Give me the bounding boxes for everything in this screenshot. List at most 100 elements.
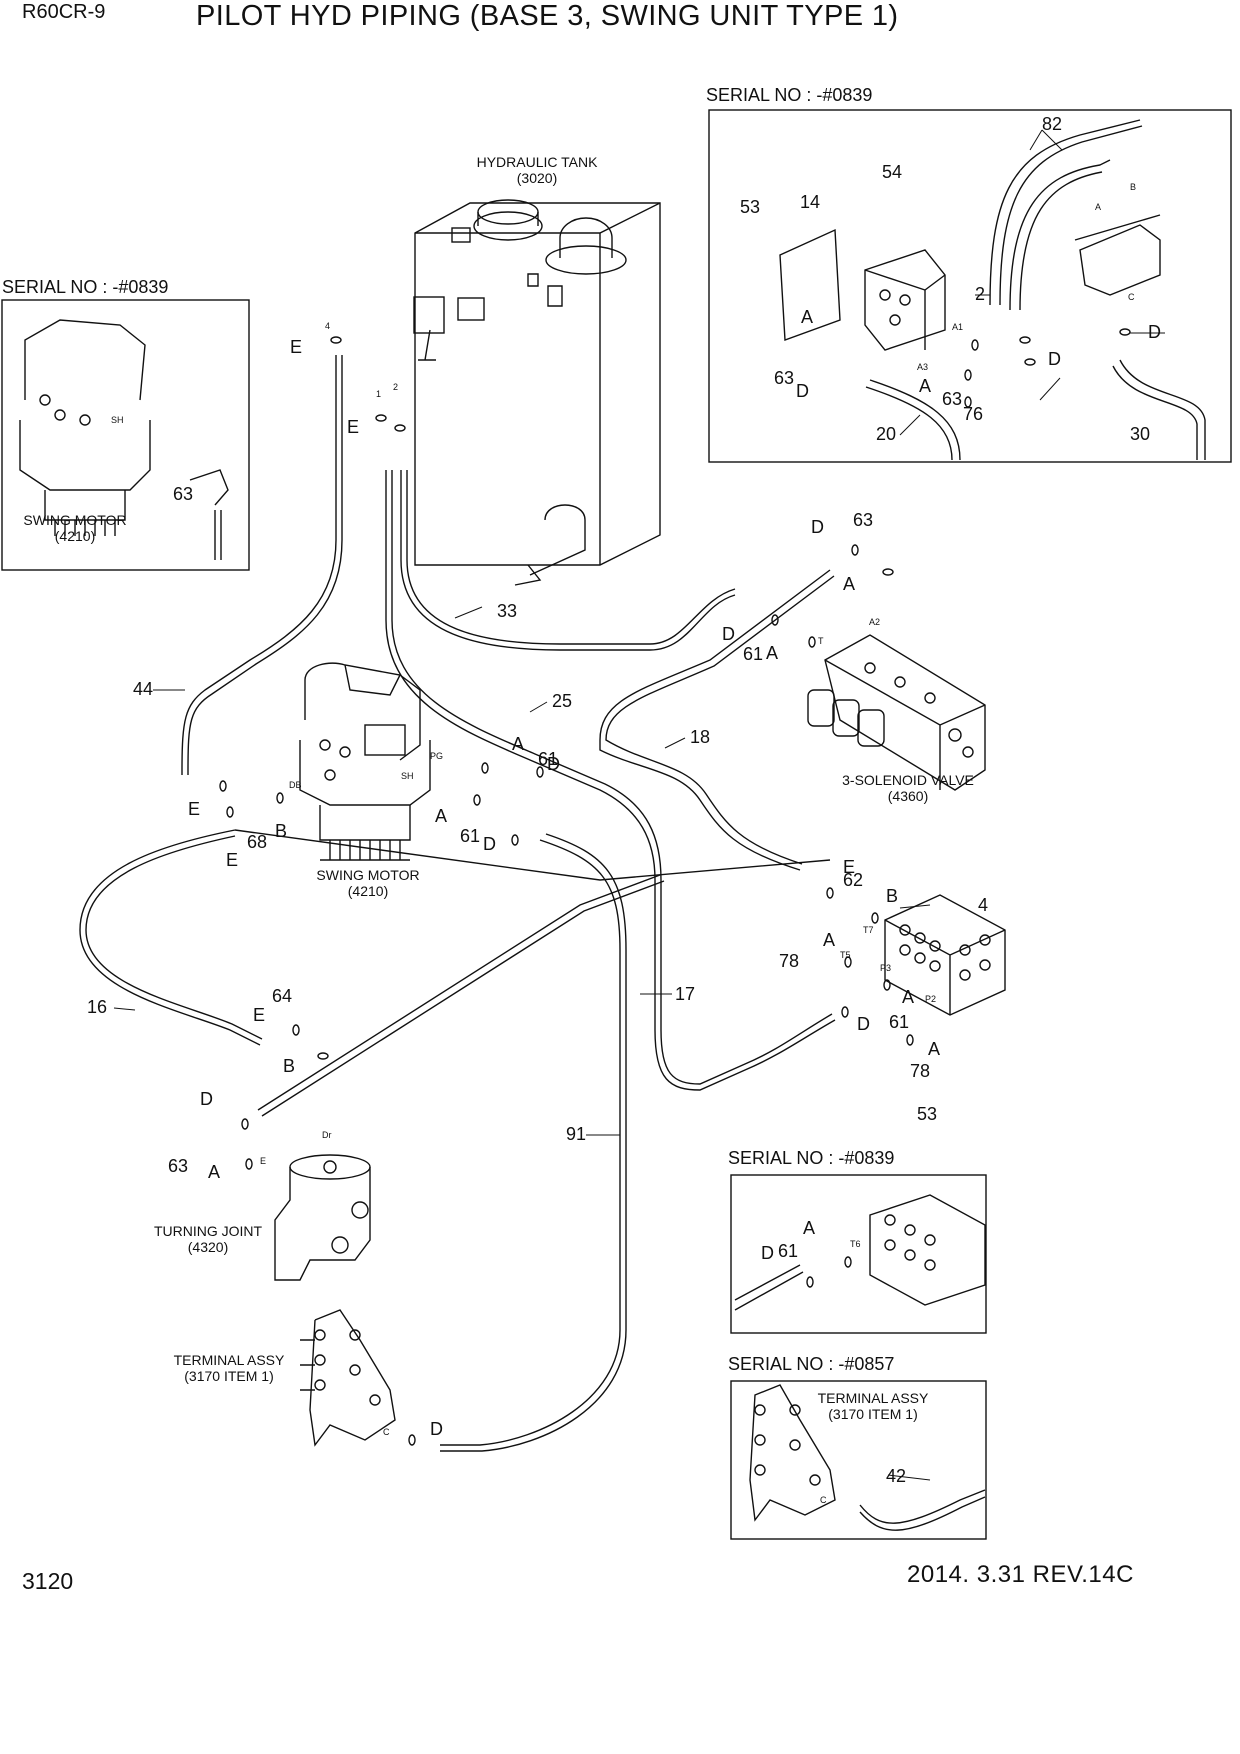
svg-text:T6: T6	[850, 1239, 861, 1249]
caption-inset-terminal-assy-code: (3170 ITEM 1)	[828, 1406, 917, 1422]
svg-text:A2: A2	[869, 617, 880, 627]
svg-text:2: 2	[393, 382, 398, 392]
svg-text:Dr: Dr	[322, 1130, 332, 1140]
caption-solenoid-valve: 3-SOLENOID VALVE	[842, 772, 974, 788]
inset-top-left-frame	[1, 299, 250, 571]
svg-text:E: E	[347, 417, 359, 437]
callout-61-inset: 61	[778, 1241, 798, 1261]
distribution-block-4	[884, 894, 1006, 1016]
hose-25	[385, 470, 836, 1091]
svg-text:T5: T5	[840, 950, 851, 960]
svg-text:PG: PG	[430, 751, 443, 761]
svg-text:D: D	[1148, 322, 1161, 342]
revision-date: 2014. 3.31 REV.14C	[907, 1561, 1134, 1588]
caption-inset-swing-motor: SWING MOTOR	[23, 512, 126, 528]
svg-text:4: 4	[325, 321, 330, 331]
callout-16: 16	[87, 997, 107, 1017]
callout-20: 20	[876, 424, 896, 444]
svg-text:A: A	[208, 1162, 220, 1182]
hose-16	[79, 829, 261, 1046]
caption-swing-motor: SWING MOTOR	[316, 867, 419, 883]
svg-text:B: B	[275, 821, 287, 841]
svg-text:E: E	[253, 1005, 265, 1025]
svg-text:E: E	[260, 1156, 266, 1166]
swing-motor-main	[299, 662, 431, 861]
callout-54: 54	[882, 162, 902, 182]
svg-text:E: E	[188, 799, 200, 819]
svg-text:D: D	[547, 754, 560, 774]
callout-78-a: 78	[779, 951, 799, 971]
svg-text:A: A	[823, 930, 835, 950]
svg-text:A: A	[766, 643, 778, 663]
svg-text:A: A	[928, 1039, 940, 1059]
page-number: 3120	[22, 1568, 74, 1594]
callout-63-valve: 63	[853, 510, 873, 530]
terminal-assy-main	[300, 1309, 396, 1447]
svg-text:A1: A1	[952, 322, 963, 332]
svg-text:C: C	[383, 1427, 390, 1437]
drawing-title: PILOT HYD PIPING (BASE 3, SWING UNIT TYP…	[196, 0, 899, 32]
svg-text:C: C	[1128, 292, 1135, 302]
svg-text:B: B	[283, 1056, 295, 1076]
svg-text:B: B	[886, 886, 898, 906]
callout-14: 14	[800, 192, 820, 212]
hose-18	[599, 569, 831, 871]
turning-joint-body	[274, 1154, 371, 1281]
svg-text:T7: T7	[863, 925, 874, 935]
callout-76: 76	[963, 404, 983, 424]
svg-text:E: E	[226, 850, 238, 870]
svg-text:D: D	[761, 1243, 774, 1263]
caption-hydraulic-tank: HYDRAULIC TANK	[477, 154, 599, 170]
serial-labels: SERIAL NO : -#0839 SERIAL NO : -#0839 SE…	[2, 85, 894, 1374]
serial-top-left: SERIAL NO : -#0839	[2, 277, 168, 297]
inset-bottom-right-parts	[749, 1384, 986, 1531]
caption-inset-swing-motor-code: (4210)	[55, 528, 95, 544]
callout-64: 64	[272, 986, 292, 1006]
hose-33	[400, 470, 736, 651]
callout-82: 82	[1042, 114, 1062, 134]
svg-text:A: A	[801, 307, 813, 327]
svg-text:B: B	[1130, 182, 1136, 192]
svg-text:A: A	[919, 376, 931, 396]
svg-text:D: D	[1048, 349, 1061, 369]
callout-91: 91	[566, 1124, 586, 1144]
callout-17: 17	[675, 984, 695, 1004]
serial-bottom-right: SERIAL NO : -#0857	[728, 1354, 894, 1374]
callout-61-motor-a: 61	[538, 749, 558, 769]
callout-62: 62	[843, 870, 863, 890]
svg-text:T: T	[818, 636, 824, 646]
callout-63-inset-b: 63	[942, 389, 962, 409]
callout-53-top: 53	[740, 197, 760, 217]
svg-text:A3: A3	[917, 362, 928, 372]
hose-91	[440, 839, 621, 1446]
leader-lines	[113, 129, 1165, 1481]
svg-text:SH: SH	[401, 771, 414, 781]
svg-text:D: D	[430, 1419, 443, 1439]
svg-text:C: C	[820, 1495, 827, 1505]
svg-text:A: A	[803, 1218, 815, 1238]
svg-text:DB: DB	[289, 780, 302, 790]
caption-turning-joint-code: (4320)	[188, 1239, 228, 1255]
callout-42: 42	[886, 1466, 906, 1486]
inset-top-right-parts	[779, 119, 1206, 461]
caption-turning-joint: TURNING JOINT	[154, 1223, 263, 1239]
inset-top-right-frame	[708, 109, 1232, 463]
inset-mid-right-frame	[730, 1174, 987, 1334]
svg-text:E: E	[843, 857, 855, 877]
callout-78-b: 78	[910, 1061, 930, 1081]
svg-text:A: A	[435, 806, 447, 826]
callout-63-tj: 63	[168, 1156, 188, 1176]
tank-fitting-block	[413, 296, 485, 361]
svg-text:D: D	[796, 381, 809, 401]
port-labels: SH SH PG DB A2 T T7 T5 P3 P2 Dr E C T6 C…	[111, 182, 1136, 1505]
svg-text:E: E	[290, 337, 302, 357]
callout-61-block: 61	[889, 1012, 909, 1032]
callout-4: 4	[978, 895, 988, 915]
callout-53-bottom: 53	[917, 1104, 937, 1124]
inset-bottom-right-frame	[730, 1380, 987, 1540]
caption-inset-terminal-assy: TERMINAL ASSY	[818, 1390, 929, 1406]
o-rings	[219, 328, 1131, 1446]
svg-text:SH: SH	[111, 415, 124, 425]
